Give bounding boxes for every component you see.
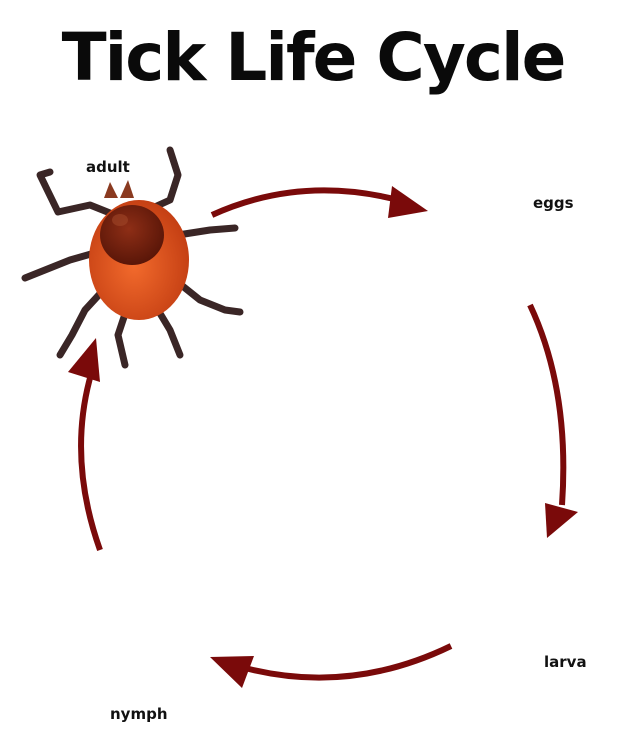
adult-tick-icon	[21, 146, 244, 369]
arrowhead-icon	[545, 503, 578, 538]
stage-label-larva: larva	[544, 653, 587, 671]
page-title: Tick Life Cycle	[61, 19, 567, 96]
stage-label-adult: adult	[86, 158, 130, 176]
arrow-adult-to-eggs	[210, 187, 399, 218]
arrow-larva-to-nymph	[244, 643, 453, 681]
arrow-eggs-to-larva	[527, 303, 567, 506]
stage-label-nymph: nymph	[110, 705, 168, 723]
arrowhead-icon	[210, 656, 254, 688]
stage-label-eggs: eggs	[533, 194, 574, 212]
arrowhead-icon	[388, 186, 428, 218]
arrow-nymph-to-adult	[78, 377, 103, 552]
arrowhead-icon	[68, 338, 100, 382]
